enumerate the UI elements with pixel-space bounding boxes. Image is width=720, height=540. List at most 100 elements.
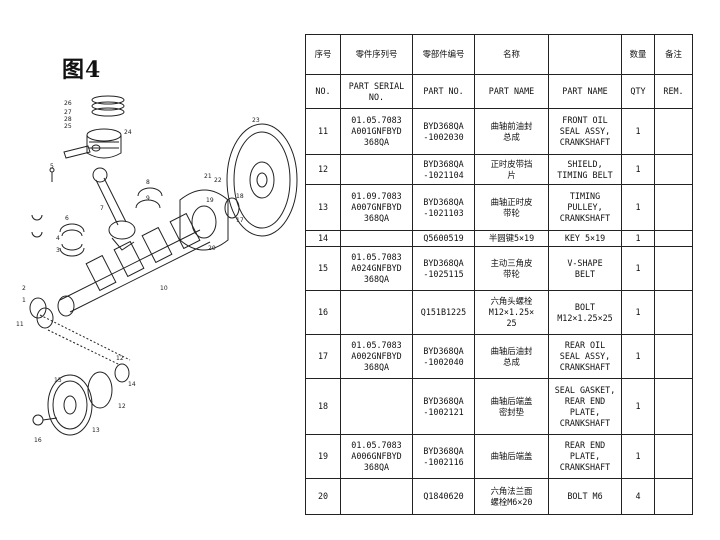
quantity: 1 (621, 184, 655, 231)
part-number: BYD368QA-1002030 (412, 108, 475, 155)
part-name-cn: 正时皮带挡片 (474, 154, 549, 185)
part-name-cn: 主动三角皮带轮 (474, 246, 549, 291)
part-name-cn: 半圆键5×19 (474, 230, 549, 247)
part-name-en: SHIELD,TIMING BELT (548, 154, 622, 185)
quantity: 1 (621, 154, 655, 185)
part-number: Q5600519 (412, 230, 475, 247)
callout-label: 24 (124, 129, 132, 136)
small-parts-drawing (31, 167, 55, 238)
row-number: 18 (305, 378, 341, 435)
leader-lines-drawing (39, 314, 131, 366)
row-number: 15 (305, 246, 341, 291)
header-name-en-2: PART NAME (548, 74, 622, 109)
remark (654, 434, 693, 479)
remark (654, 478, 693, 515)
part-name-cn: 六角法兰面螺栓M6×20 (474, 478, 549, 515)
part-number: BYD368QA-1002040 (412, 334, 475, 379)
part-name-cn: 曲轴后油封总成 (474, 334, 549, 379)
callout-label: 3 (56, 247, 60, 254)
part-number: Q151B1225 (412, 290, 475, 335)
callout-label: 13 (92, 427, 100, 434)
header-index: 序号 (305, 34, 341, 75)
quantity: 1 (621, 434, 655, 479)
callout-label: 28 (64, 116, 72, 123)
part-name-cn: 曲轴后端盖密封垫 (474, 378, 549, 435)
part-name-cn: 曲轴前油封总成 (474, 108, 549, 155)
serial-number (340, 154, 413, 185)
quantity: 1 (621, 378, 655, 435)
header-index-en: NO. (305, 74, 341, 109)
table-header-row-cn: 序号 零件序列号 零部件编号 名称 数量 备注 (305, 34, 693, 75)
part-name-en: KEY 5×19 (548, 230, 622, 247)
row-number: 12 (305, 154, 341, 185)
part-number: Q1840620 (412, 478, 475, 515)
callout-label: 18 (236, 193, 244, 200)
header-serial: 零件序列号 (340, 34, 413, 75)
header-name-en: PART NAME (474, 74, 549, 109)
figure-title: 图4 (62, 57, 102, 83)
callout-label: 7 (100, 205, 104, 212)
remark (654, 230, 693, 247)
serial-number (340, 478, 413, 515)
part-number: BYD368QA-1021103 (412, 184, 475, 231)
callout-label: 26 (64, 100, 72, 107)
v-belt-pulley-drawing (47, 363, 130, 436)
header-partno-text: 零部件编号 (422, 49, 465, 59)
callout-label: 17 (236, 217, 244, 224)
callout-label: 12 (118, 403, 126, 410)
callout-label: 9 (146, 195, 150, 202)
part-name-cn: 曲轴正时皮带轮 (474, 184, 549, 231)
piston-pin-drawing (63, 145, 91, 159)
callout-label: 27 (64, 109, 72, 116)
callout-label: 11 (16, 321, 24, 328)
part-number: BYD368QA-1002121 (412, 378, 475, 435)
callout-label: 22 (214, 177, 222, 184)
remark (654, 378, 693, 435)
remark (654, 154, 693, 185)
callout-label: 10 (160, 285, 168, 292)
row-number: 14 (305, 230, 341, 247)
quantity: 1 (621, 246, 655, 291)
part-number: BYD368QA-1021104 (412, 154, 475, 185)
exploded-parts-diagram: 26 27 28 25 24 23 21 22 8 9 5 6 7 4 3 10… (16, 95, 298, 444)
callout-label: 5 (50, 163, 54, 170)
callout-label: 25 (64, 123, 72, 130)
row-number: 17 (305, 334, 341, 379)
quantity: 1 (621, 290, 655, 335)
header-serial-en: PART SERIAL NO. (340, 74, 413, 109)
callout-label: 21 (204, 173, 212, 180)
header-partno: 零部件编号 (412, 34, 475, 75)
header-remark: 备注 (654, 34, 693, 75)
header-remark-en: REM. (654, 74, 693, 109)
crankshaft-drawing (57, 212, 211, 317)
front-seal-drawing (29, 297, 54, 329)
serial-number (340, 230, 413, 247)
callout-label: 20 (208, 245, 216, 252)
part-number: BYD368QA-1002116 (412, 434, 475, 479)
piston-drawing (86, 128, 122, 159)
callout-label: 12 (116, 355, 124, 362)
quantity: 1 (621, 334, 655, 379)
row-number: 20 (305, 478, 341, 515)
diagram-callouts: 26 27 28 25 24 23 21 22 8 9 5 6 7 4 3 10… (16, 100, 260, 444)
remark (654, 334, 693, 379)
header-qty-en: QTY (621, 74, 655, 109)
header-name-en-blank (548, 34, 622, 75)
callout-label: 6 (65, 215, 69, 222)
header-partno-en: PART NO. (412, 74, 475, 109)
